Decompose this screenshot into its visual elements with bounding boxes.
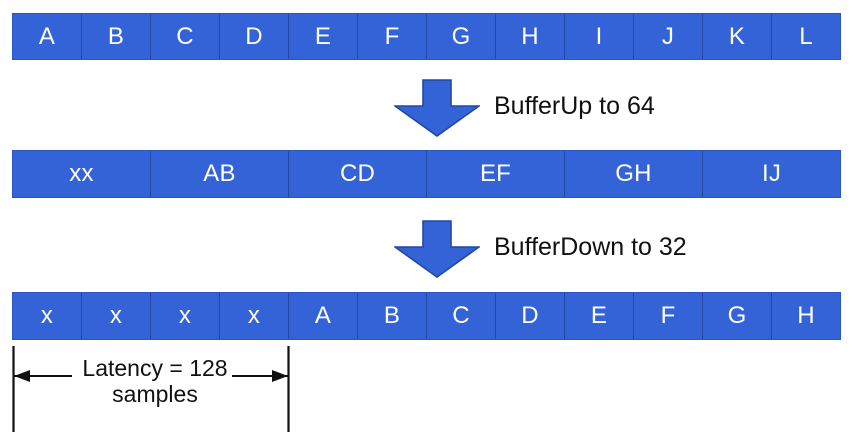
buffer-cell: H (772, 293, 840, 339)
buffer-cell: F (358, 14, 427, 59)
buffer-cell: x (13, 293, 82, 339)
down-arrow-icon (394, 220, 480, 278)
buffer-cell: xx (13, 151, 151, 197)
buffer-cell: A (13, 14, 82, 59)
bufferup-buffer-row: xx AB CD EF GH IJ (12, 150, 841, 198)
step-label-bufferup: BufferUp to 64 (494, 92, 655, 120)
buffer-cell: G (703, 293, 772, 339)
buffer-cell: x (151, 293, 220, 339)
buffer-cell: D (220, 14, 289, 59)
latency-label-line2: samples (112, 380, 198, 407)
buffer-cell: x (82, 293, 151, 339)
buffer-cell: I (565, 14, 634, 59)
bufferdown-buffer-row: x x x x A B C D E F G H (12, 292, 841, 340)
buffer-cell: K (703, 14, 772, 59)
step-label-bufferdown: BufferDown to 32 (494, 233, 687, 261)
buffer-cell: D (496, 293, 565, 339)
buffer-cell: E (565, 293, 634, 339)
buffer-cell: GH (565, 151, 703, 197)
buffer-cell: x (220, 293, 289, 339)
buffer-cell: IJ (703, 151, 840, 197)
down-arrow-icon (394, 79, 480, 137)
buffer-cell: CD (289, 151, 427, 197)
buffer-cell: F (634, 293, 703, 339)
buffer-cell: B (358, 293, 427, 339)
buffer-cell: H (496, 14, 565, 59)
input-buffer-row: A B C D E F G H I J K L (12, 13, 841, 60)
buffer-cell: C (151, 14, 220, 59)
buffer-cell: J (634, 14, 703, 59)
latency-label: Latency = 128 samples (55, 355, 255, 408)
buffer-cell: EF (427, 151, 565, 197)
buffer-cell: A (289, 293, 358, 339)
latency-dimension-annotation (0, 344, 320, 434)
buffer-cell: C (427, 293, 496, 339)
buffer-cell: G (427, 14, 496, 59)
buffer-cell: L (772, 14, 840, 59)
buffer-cell: E (289, 14, 358, 59)
latency-label-line1: Latency = 128 (82, 355, 228, 381)
buffer-cell: AB (151, 151, 289, 197)
buffer-cell: B (82, 14, 151, 59)
